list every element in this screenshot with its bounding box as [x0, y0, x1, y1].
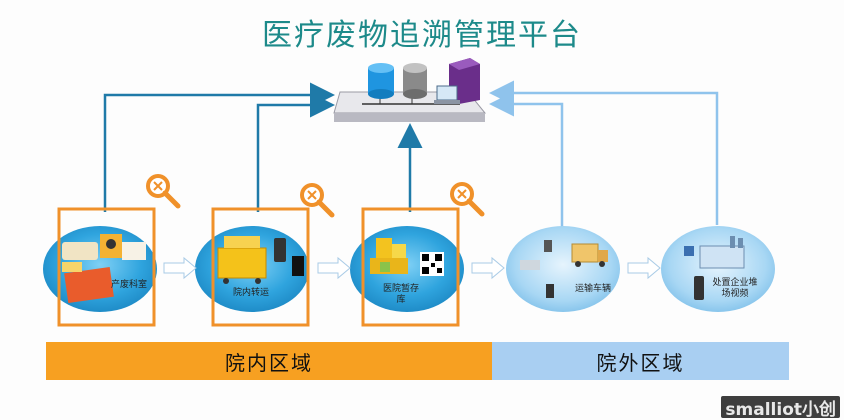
node-label-temporary-storage: 医院暂存库 [382, 284, 419, 305]
brand-logo: smalliot小创 [721, 396, 840, 420]
database-icon [403, 63, 427, 99]
zone-outside-hospital: 院外区域 [492, 342, 789, 380]
node-label-transport-vehicle: 运输车辆 [574, 284, 611, 294]
medical-waste-source-icon [62, 234, 146, 304]
server-rack-icon [434, 58, 480, 104]
page-title: 医疗废物追溯管理平台 [262, 18, 582, 53]
highlight-boxes [57, 207, 460, 327]
storage-bins-icon [370, 238, 408, 274]
upload-arrows-outside [489, 80, 719, 236]
upload-arrows-inside [103, 82, 423, 212]
truck-icon [520, 240, 608, 298]
transfer-cart-icon [217, 236, 304, 284]
platform-server-icon [333, 58, 487, 122]
magnifier-icon [450, 182, 485, 217]
magnifier-icon [146, 174, 181, 209]
zone-inside-hospital: 院内区域 [46, 342, 492, 380]
database-icon [368, 63, 394, 99]
node-label-internal-transfer: 院内转运 [232, 288, 269, 298]
flow-arrows [163, 256, 661, 280]
node-label-waste-department: 产废科室 [110, 280, 147, 290]
node-label-disposal-video: 处置企业堆场视频 [712, 278, 758, 299]
magnifier-icon [300, 183, 335, 218]
qr-code-icon [420, 252, 444, 276]
factory-icon [684, 236, 745, 300]
